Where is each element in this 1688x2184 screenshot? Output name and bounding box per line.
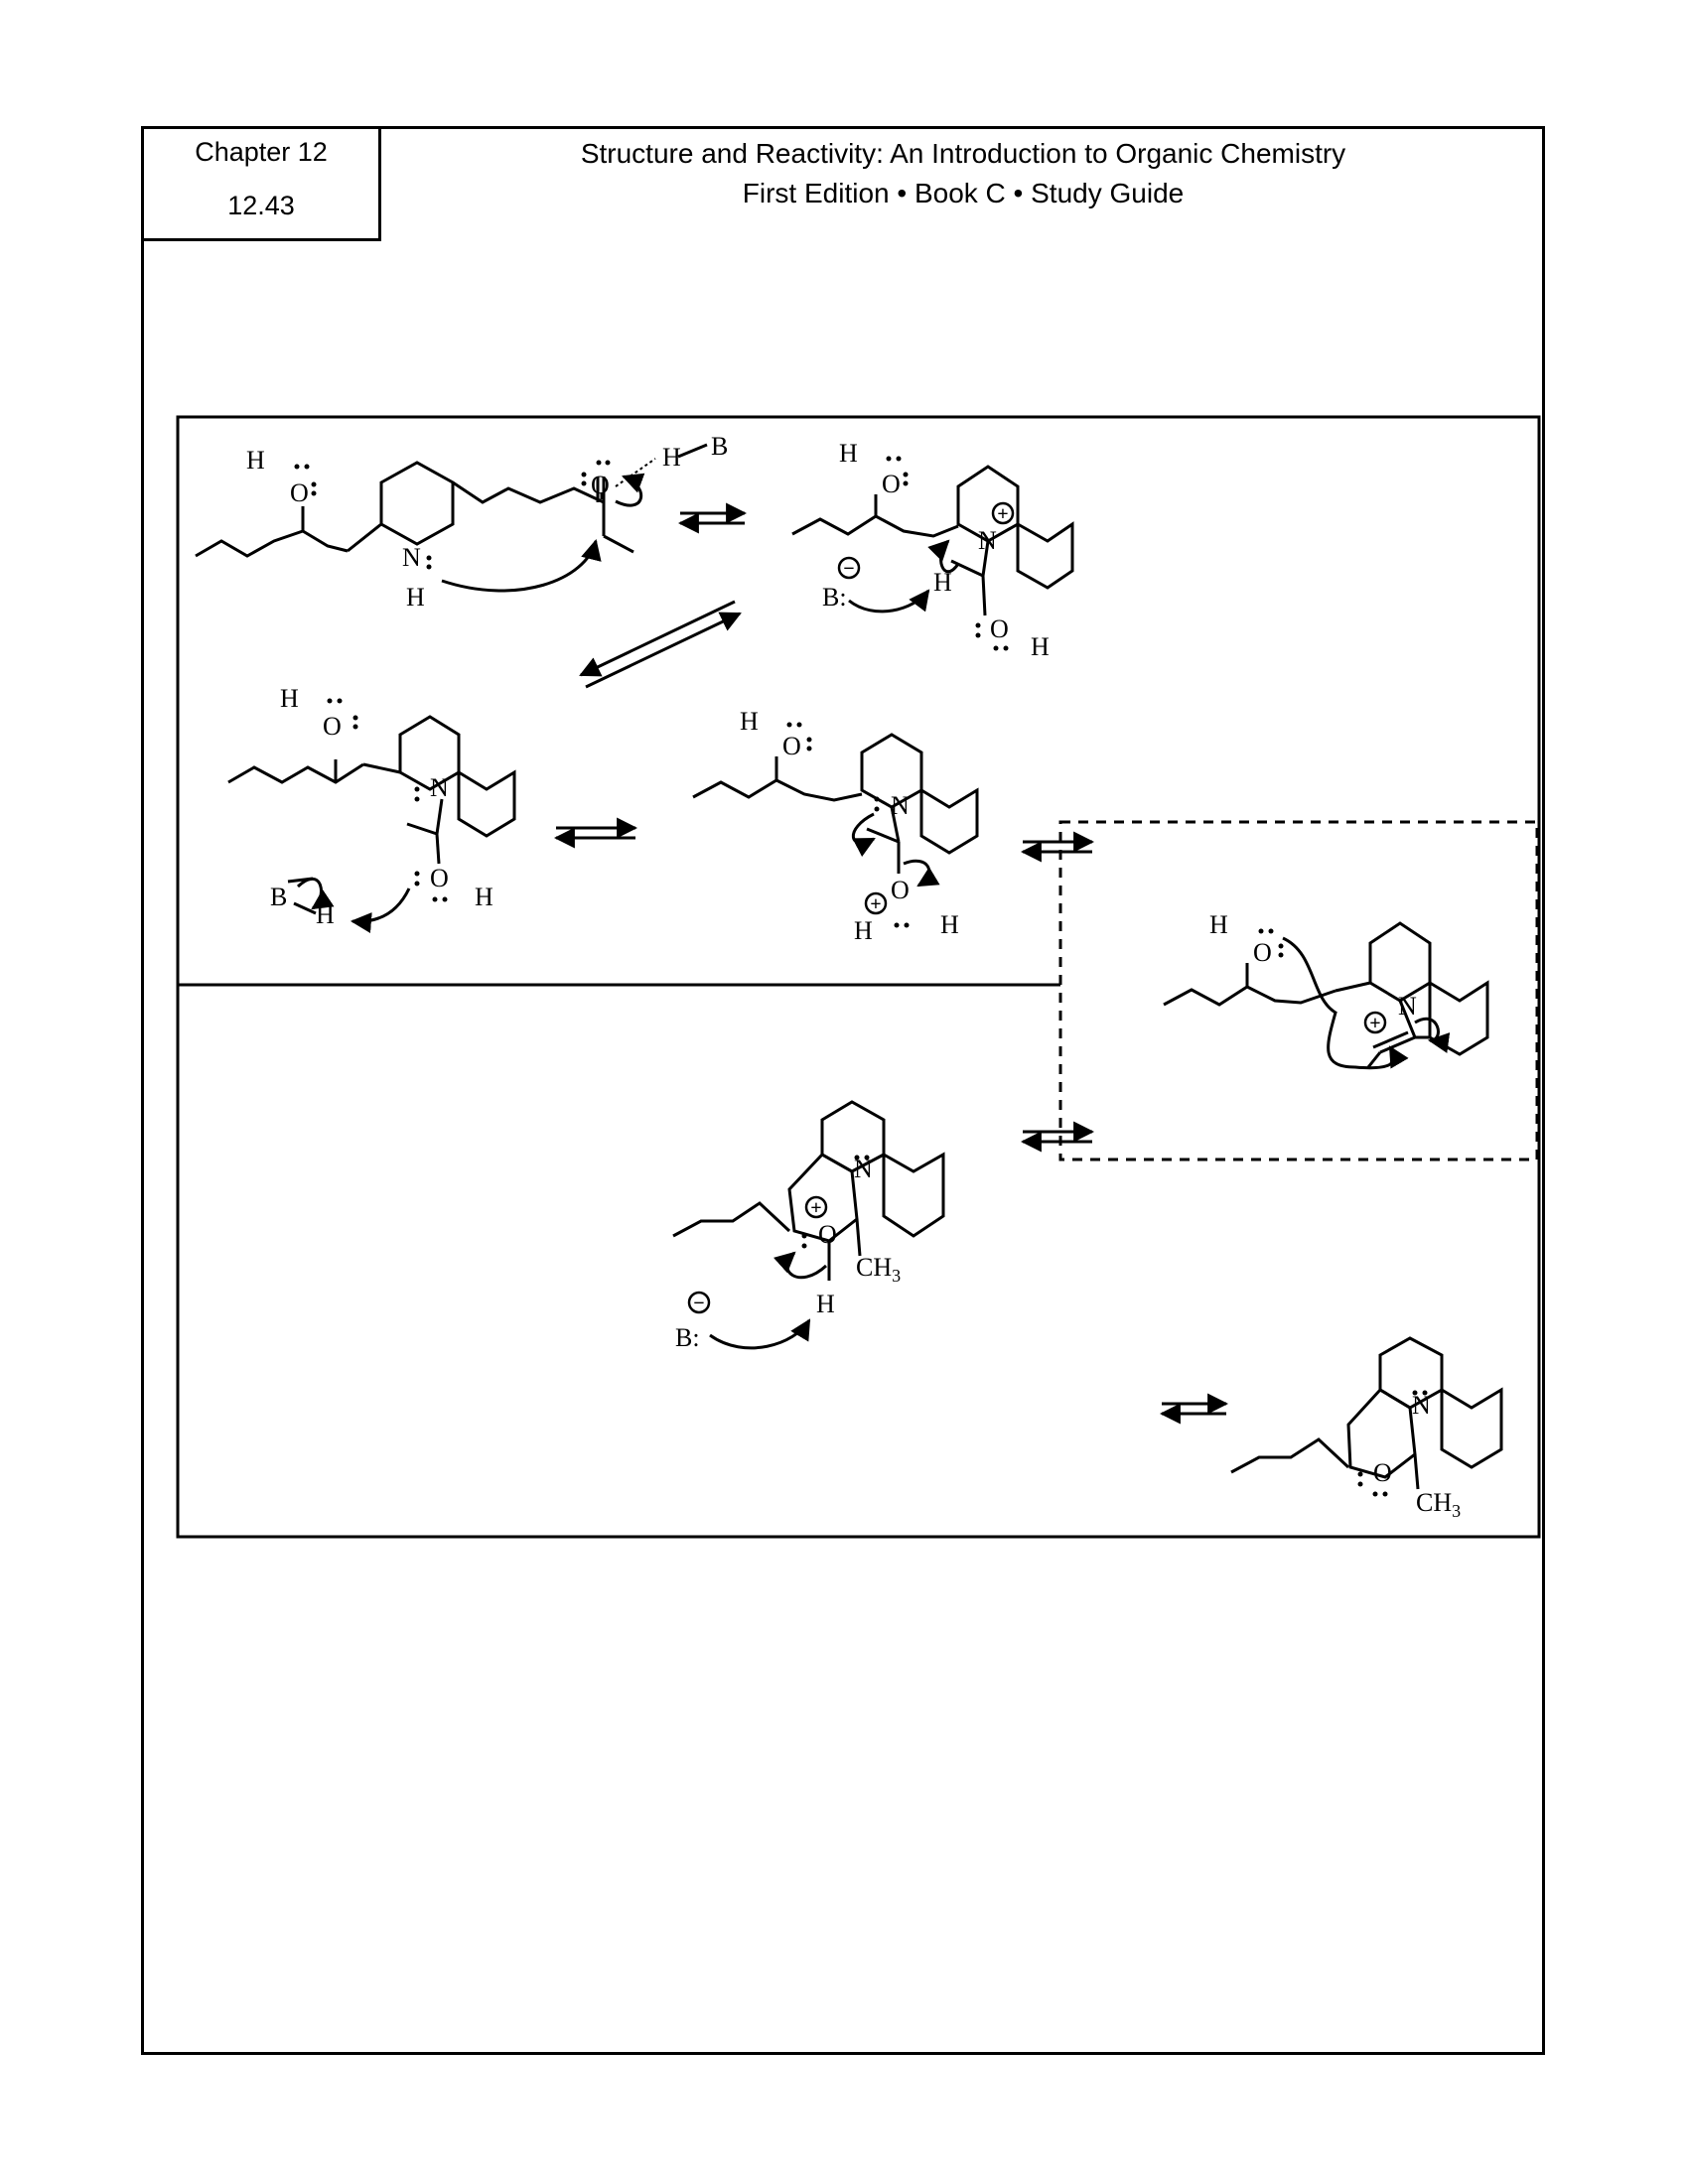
lone-pair-dots — [327, 698, 448, 902]
structure-final-tricycle-labels: N O CH3 — [1373, 1391, 1461, 1521]
lone-pair-dots — [294, 460, 611, 570]
curved-arrows — [1282, 936, 1451, 1070]
atom-n: N — [891, 791, 910, 820]
charge-markers: + — [1363, 1011, 1387, 1034]
atom-h: H — [1031, 632, 1050, 661]
atom-o: O — [882, 470, 901, 498]
structure-oxonium-tricycle-labels: N O CH3 H B: — [675, 1155, 901, 1352]
atom-n: N — [978, 526, 997, 555]
structure-carbinolamine — [227, 715, 516, 915]
atom-h: H — [316, 900, 335, 929]
atom-o: O — [430, 864, 449, 892]
atom-base: B — [711, 432, 728, 461]
atom-o: O — [818, 1220, 837, 1249]
lone-pair-dots — [1357, 1390, 1428, 1497]
lone-pair-dots — [886, 456, 1009, 651]
structure-ammonium-carbinolamine-labels: H O N H B: O H — [822, 439, 1050, 661]
lone-pair-dots — [786, 722, 910, 928]
atom-h: H — [662, 443, 681, 472]
structure-amino-ketone — [195, 443, 708, 558]
curved-arrows — [296, 877, 411, 933]
curved-arrows — [441, 473, 645, 593]
page-header: Structure and Reactivity: An Introductio… — [381, 134, 1545, 213]
atom-o: O — [290, 478, 309, 507]
positive-charge: + — [870, 893, 881, 915]
negative-charge: − — [843, 558, 854, 580]
atom-h: H — [839, 439, 858, 468]
structure-amino-ketone-labels: H O N H O H B — [246, 432, 728, 612]
structure-iminium-labels: H O N — [1209, 910, 1417, 1021]
structure-protonated-carbinolamine — [692, 733, 979, 874]
atom-o: O — [782, 732, 801, 760]
mechanism-frames — [176, 415, 1541, 1539]
atom-h: H — [816, 1290, 835, 1318]
atom-n: N — [430, 773, 449, 802]
atom-h: H — [280, 684, 299, 713]
chapter-box: Chapter 12 12.43 — [141, 126, 381, 241]
structure-carbinolamine-labels: H O N O H B H — [270, 684, 493, 929]
structure-protonated-carbinolamine-labels: H O N O H H — [740, 707, 959, 945]
chapter-label: Chapter 12 — [195, 137, 328, 167]
negative-charge: − — [693, 1293, 704, 1314]
page-frame — [141, 126, 1545, 2055]
lone-pair-dots — [1258, 928, 1284, 958]
atom-base-lone-pair: B: — [675, 1323, 700, 1352]
atom-o: O — [891, 876, 910, 904]
charge-markers: + − — [687, 1195, 828, 1314]
atom-h: H — [406, 583, 425, 612]
atom-base-lone-pair: B: — [822, 583, 847, 612]
atom-n: N — [1412, 1391, 1431, 1420]
atom-h: H — [940, 910, 959, 939]
atom-base: B — [270, 883, 287, 911]
edition-line: First Edition • Book C • Study Guide — [742, 178, 1185, 208]
atom-h: H — [740, 707, 759, 736]
positive-charge: + — [997, 503, 1008, 525]
charge-markers: + — [864, 891, 888, 915]
atom-n: N — [854, 1155, 873, 1183]
atom-n: N — [402, 543, 421, 572]
problem-number: 12.43 — [227, 191, 295, 220]
atom-o: O — [1253, 938, 1272, 967]
structure-ammonium-carbinolamine — [791, 465, 1074, 616]
structure-oxonium-tricycle — [672, 1100, 945, 1281]
charge-markers: + − — [837, 501, 1015, 580]
structure-final-tricycle — [1230, 1336, 1503, 1490]
atom-o: O — [323, 712, 342, 741]
positive-charge: + — [1369, 1013, 1380, 1034]
atom-h: H — [1209, 910, 1228, 939]
lone-pair-dots — [801, 1155, 870, 1249]
positive-charge: + — [810, 1197, 821, 1219]
atom-n: N — [1398, 992, 1417, 1021]
atom-h: H — [475, 883, 493, 911]
methyl-group: CH3 — [1416, 1488, 1461, 1521]
atom-o: O — [990, 614, 1009, 643]
structure-iminium — [1163, 921, 1489, 1068]
atom-h: H — [854, 916, 873, 945]
equilibrium-arrows — [553, 502, 1229, 1425]
curved-arrows — [709, 1251, 828, 1350]
atom-o: O — [591, 471, 610, 499]
book-title: Structure and Reactivity: An Introductio… — [580, 138, 1346, 169]
atom-h: H — [933, 568, 952, 597]
curved-arrows — [851, 812, 940, 887]
atom-h: H — [246, 446, 265, 475]
curved-arrows — [848, 539, 960, 614]
atom-o: O — [1373, 1458, 1392, 1487]
methyl-group: CH3 — [856, 1253, 901, 1286]
